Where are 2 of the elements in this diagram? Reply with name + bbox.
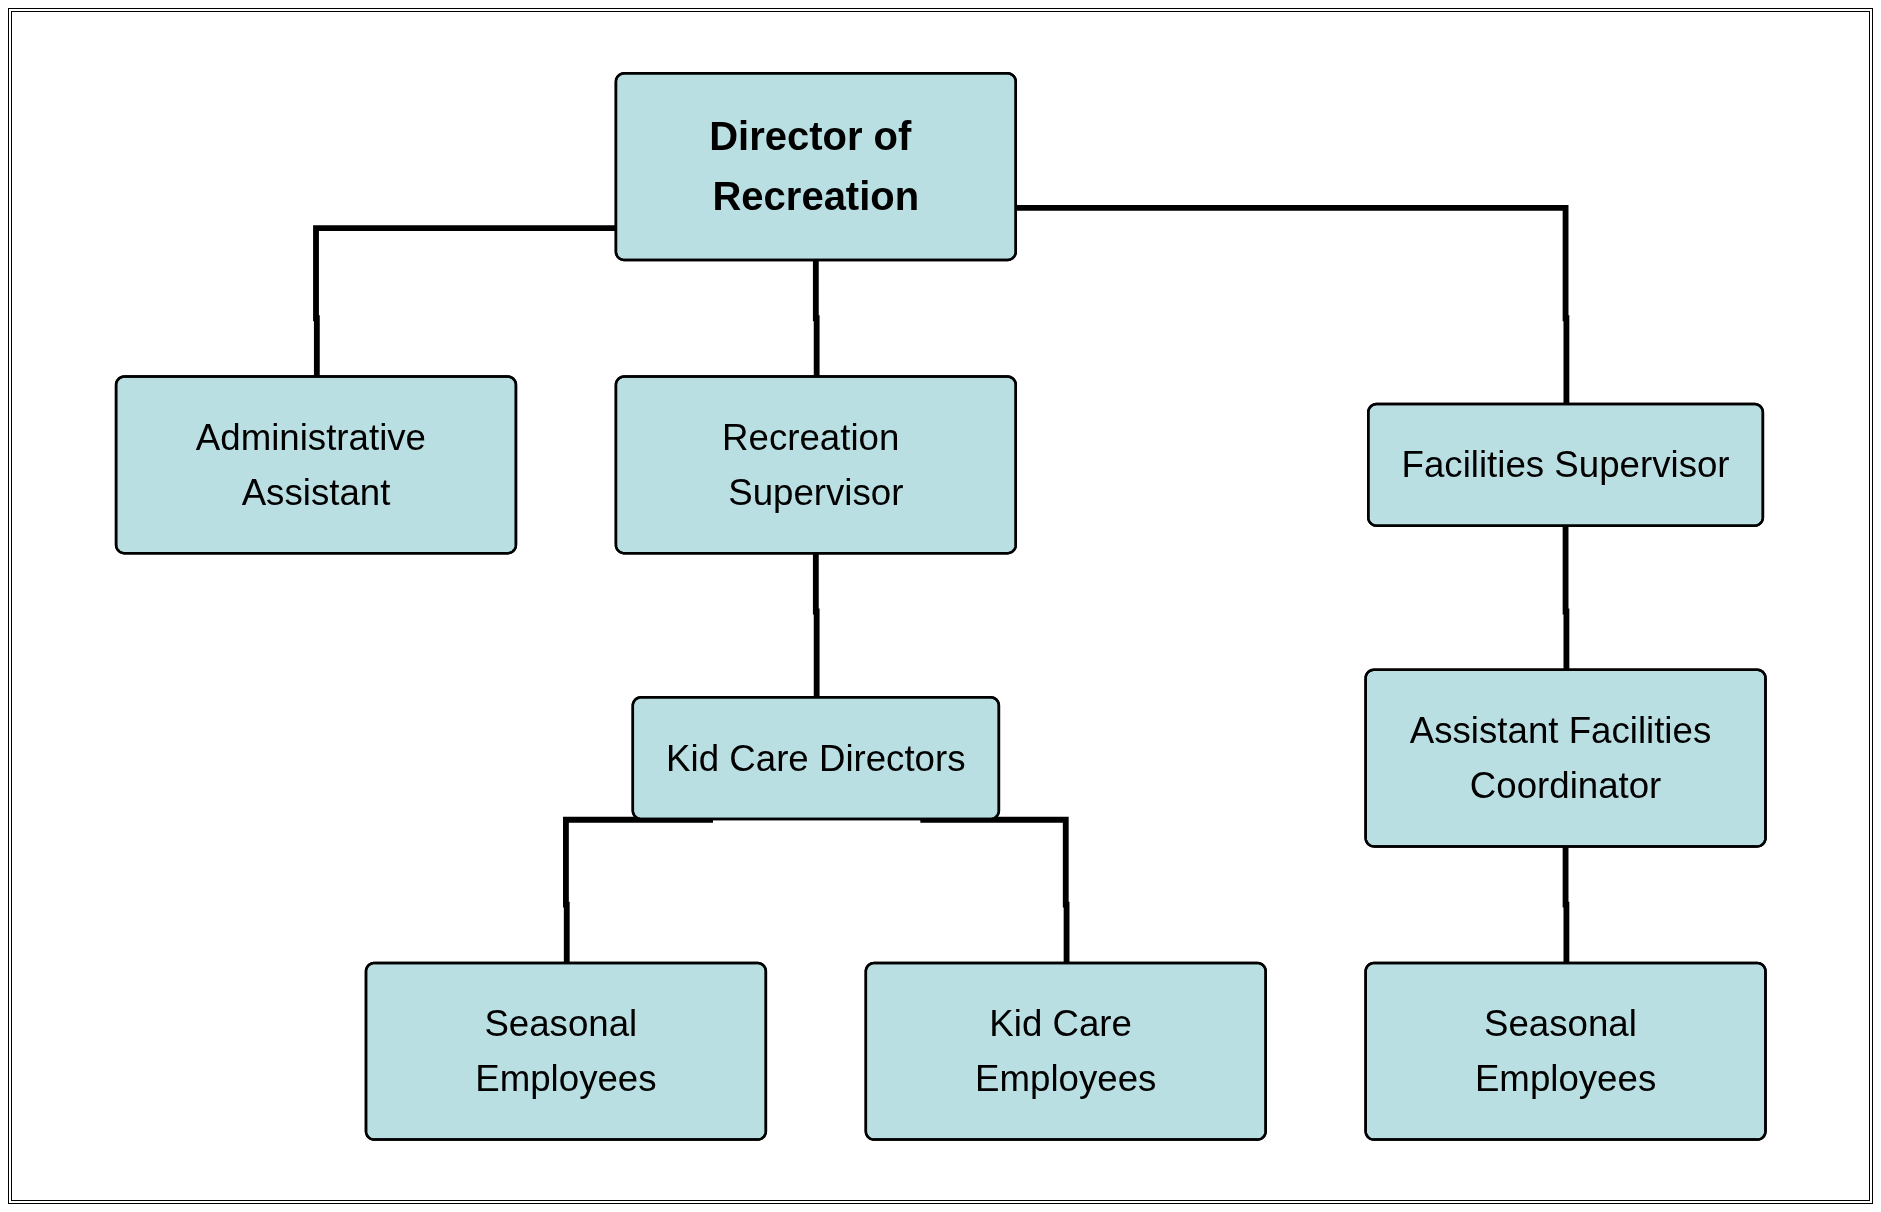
connector: [920, 816, 1070, 964]
connector: [562, 816, 713, 964]
